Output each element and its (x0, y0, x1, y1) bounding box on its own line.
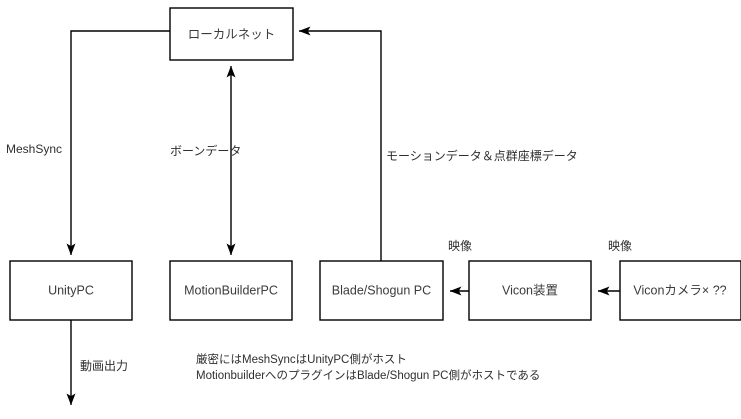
node-bladeshogunpc-box[interactable] (319, 260, 444, 321)
edge-label-bonedata: ボーンデータ (170, 143, 241, 158)
node-unitypc-box[interactable] (9, 260, 133, 321)
node-vicondevice-label: Vicon装置 (502, 283, 558, 297)
node-vicondevice-box[interactable] (468, 260, 592, 321)
edge-label-motiondata: モーションデータ＆点群座標データ (386, 148, 578, 163)
edge-label-video-left: 映像 (448, 239, 472, 253)
node-unitypc-label: UnityPC (48, 283, 94, 297)
node-bladeshogunpc-label: Blade/Shogun PC (332, 283, 431, 297)
note-line-1: 厳密にはMeshSyncはUnityPC側がホスト (196, 352, 407, 366)
edge-bladeshogunpc-to-localnet (298, 26, 382, 261)
node-viconcamera[interactable]: Viconカメラ× ?? (619, 260, 741, 321)
node-bladeshogunpc[interactable]: Blade/Shogun PC (319, 260, 444, 321)
node-motionbuilderpc-label: MotionBuilderPC (184, 283, 278, 297)
node-localnet-box[interactable] (169, 7, 294, 61)
node-localnet-label: ローカルネット (188, 27, 276, 41)
note-line-2: MotionbuilderへのプラグインはBlade/Shogun PC側がホス… (196, 368, 540, 382)
node-unitypc[interactable]: UnityPC (9, 260, 133, 321)
edge-localnet-to-unitypc (66, 30, 170, 256)
edge-label-meshsync: MeshSync (6, 142, 62, 156)
node-viconcamera-label: Viconカメラ× ?? (633, 283, 726, 297)
edge-label-videooutput: 動画出力 (80, 359, 128, 373)
node-viconcamera-box[interactable] (619, 260, 741, 321)
edge-label-video-right: 映像 (608, 239, 632, 253)
node-localnet[interactable]: ローカルネット (169, 7, 294, 61)
node-motionbuilderpc-box[interactable] (169, 260, 293, 321)
node-motionbuilderpc[interactable]: MotionBuilderPC (169, 260, 293, 321)
node-vicondevice[interactable]: Vicon装置 (468, 260, 592, 321)
